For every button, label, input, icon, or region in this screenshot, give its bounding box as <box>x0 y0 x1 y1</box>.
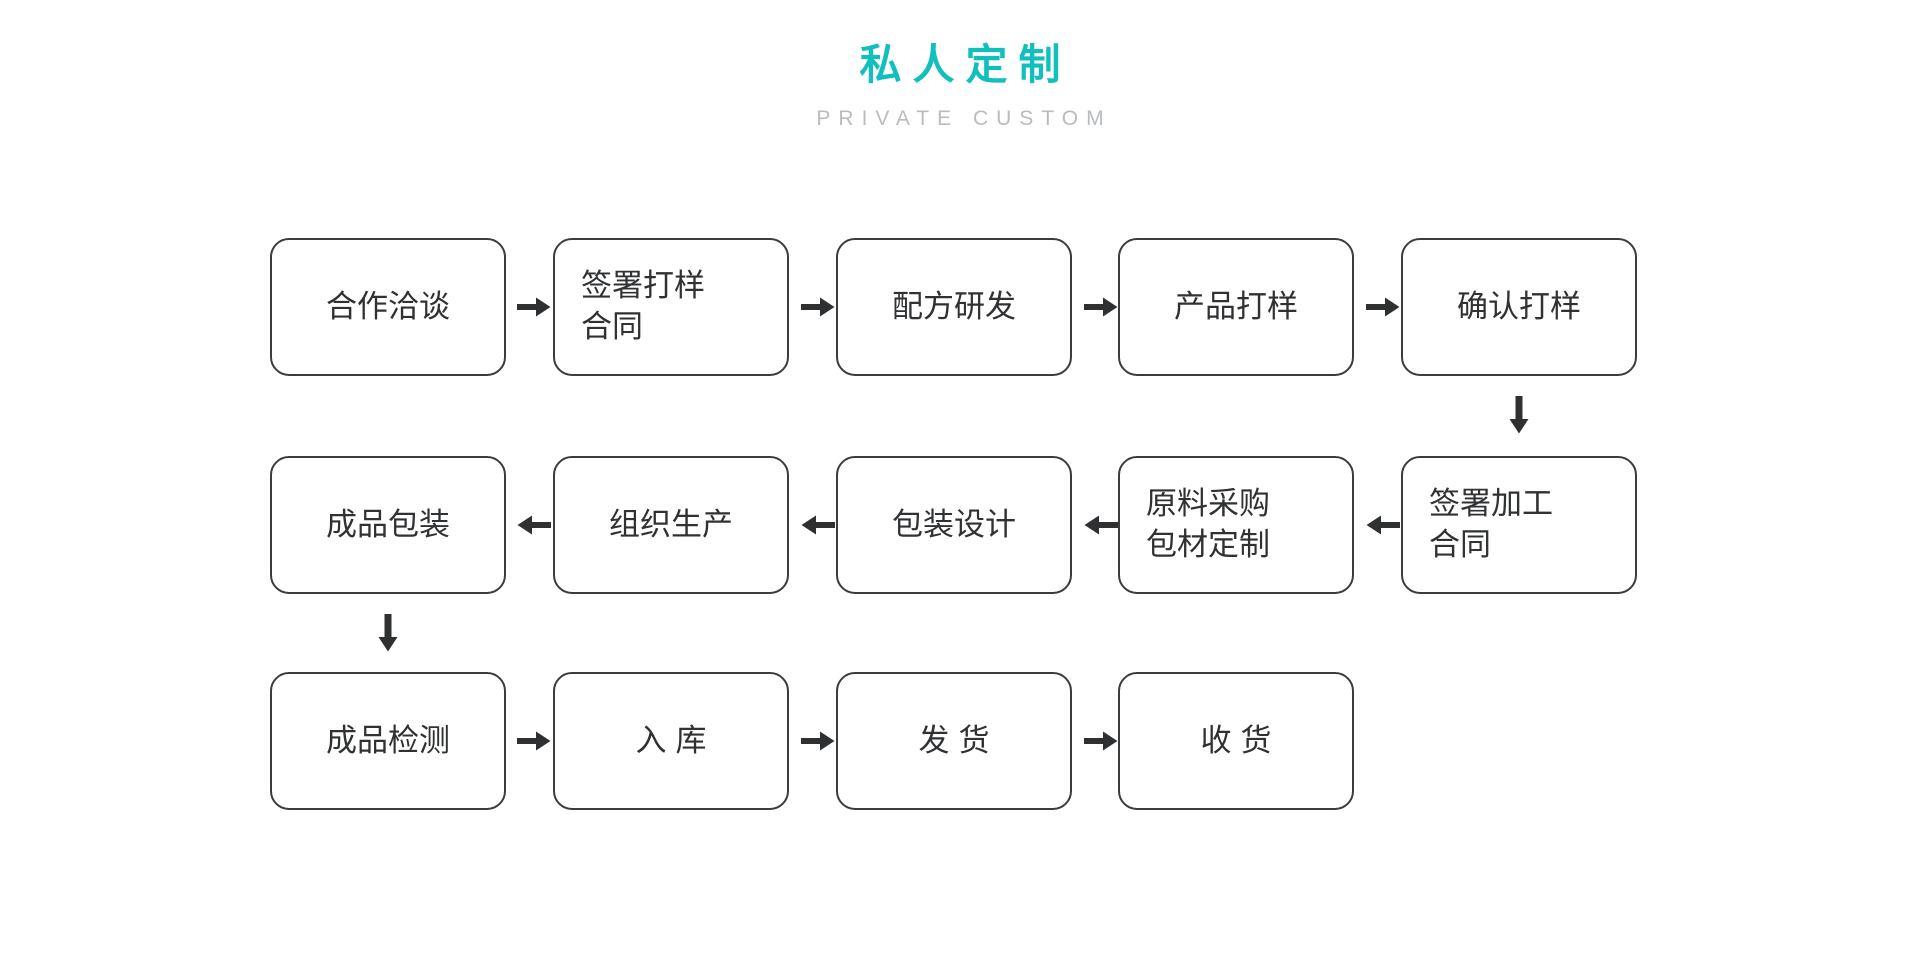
flow-node-签署加工合同[interactable]: 签署加工 合同 <box>1401 456 1637 594</box>
flow-node-组织生产[interactable]: 组织生产 <box>553 456 789 594</box>
arrow-left-icon-2 <box>801 515 835 535</box>
arrow-right-icon-3 <box>1084 297 1118 317</box>
flow-node-包装设计[interactable]: 包装设计 <box>836 456 1072 594</box>
flow-node-原料采购包材定制[interactable]: 原料采购 包材定制 <box>1118 456 1354 594</box>
arrow-right-icon-2 <box>801 297 835 317</box>
flow-node-成品检测[interactable]: 成品检测 <box>270 672 506 810</box>
flow-node-成品包装[interactable]: 成品包装 <box>270 456 506 594</box>
arrow-down-icon-1 <box>1509 396 1529 434</box>
flow-node-入库[interactable]: 入库 <box>553 672 789 810</box>
flow-node-确认打样[interactable]: 确认打样 <box>1401 238 1637 376</box>
flow-node-签署打样合同[interactable]: 签署打样 合同 <box>553 238 789 376</box>
flow-node-配方研发[interactable]: 配方研发 <box>836 238 1072 376</box>
arrow-right-icon-5 <box>517 731 551 751</box>
arrow-right-icon-4 <box>1366 297 1400 317</box>
flow-node-产品打样[interactable]: 产品打样 <box>1118 238 1354 376</box>
arrow-left-icon-4 <box>1366 515 1400 535</box>
flow-node-发货[interactable]: 发货 <box>836 672 1072 810</box>
arrow-left-icon-1 <box>517 515 551 535</box>
page-title: 私人定制 <box>859 40 1072 89</box>
page-subtitle: PRIVATE CUSTOM <box>816 107 1112 130</box>
arrow-left-icon-3 <box>1084 515 1118 535</box>
arrow-down-icon-2 <box>378 614 398 652</box>
flow-node-合作洽谈[interactable]: 合作洽谈 <box>270 238 506 376</box>
arrow-right-icon-7 <box>1084 731 1118 751</box>
arrow-right-icon-1 <box>517 297 551 317</box>
flow-node-收货[interactable]: 收货 <box>1118 672 1354 810</box>
page-header: 私人定制 PRIVATE CUSTOM <box>0 0 1920 130</box>
arrow-right-icon-6 <box>801 731 835 751</box>
